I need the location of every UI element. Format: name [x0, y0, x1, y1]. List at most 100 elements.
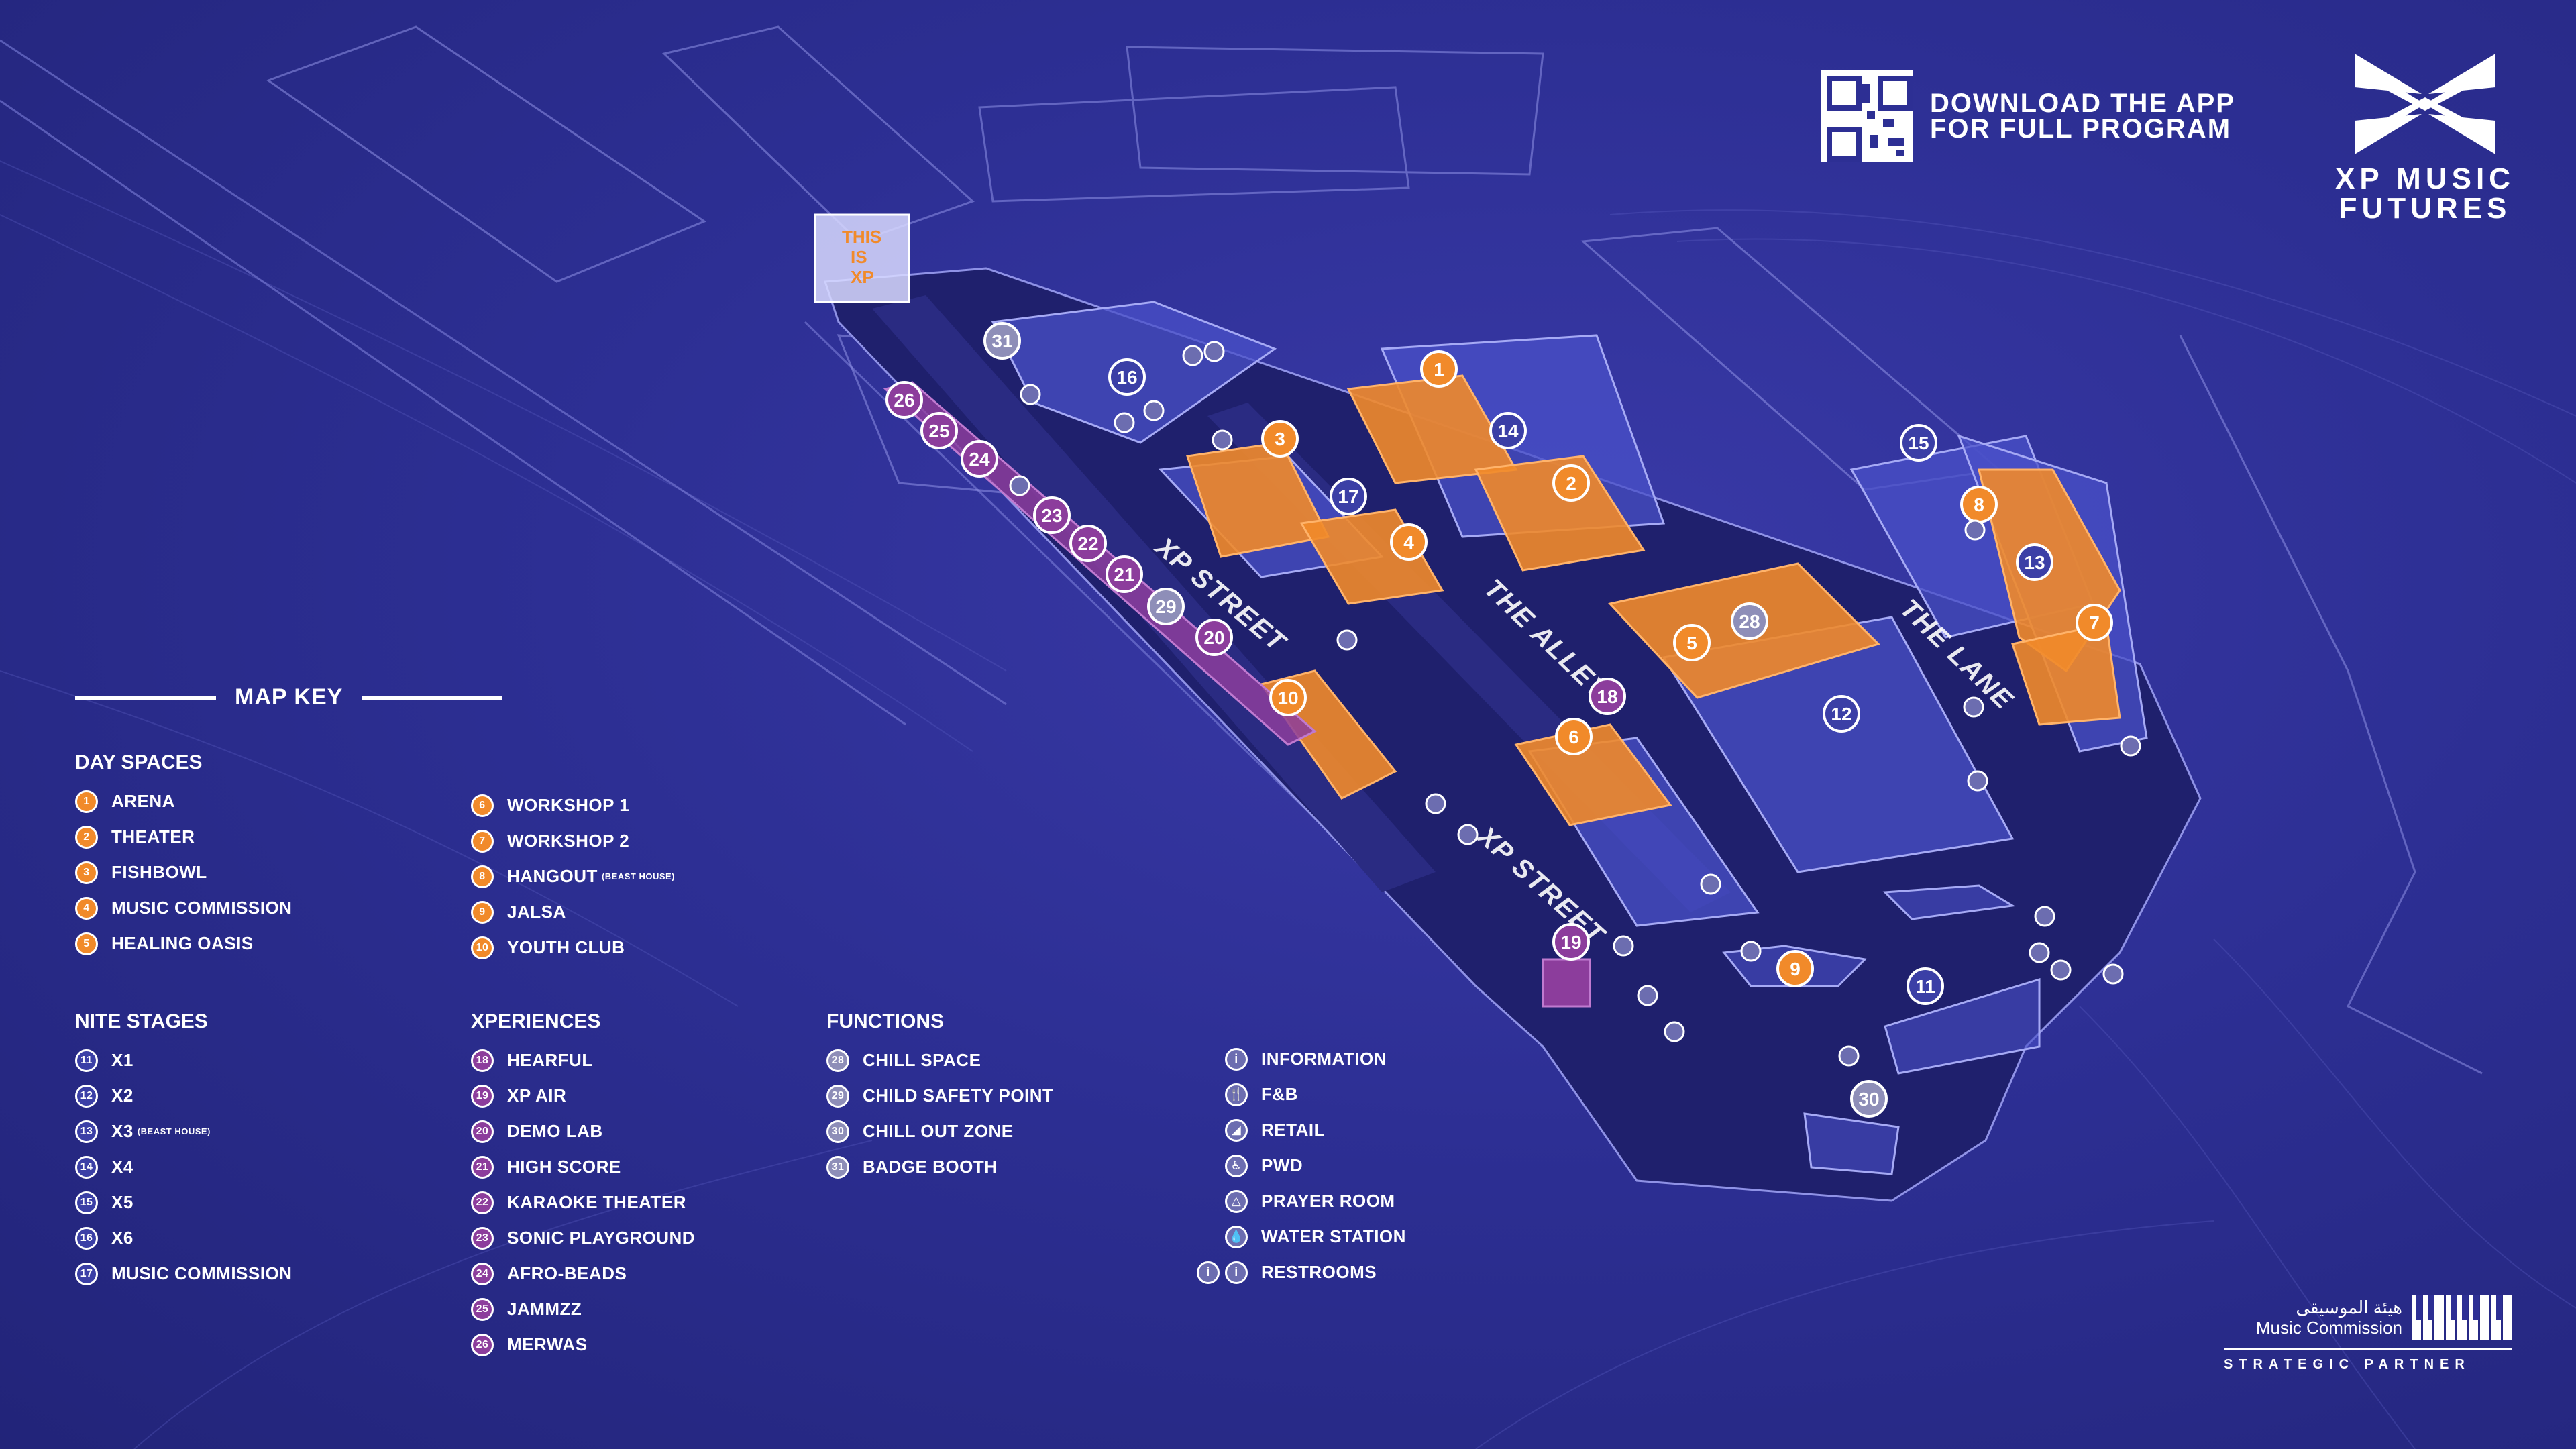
key-number: 20: [471, 1120, 494, 1143]
marker-18[interactable]: 18: [1589, 678, 1626, 715]
marker-19[interactable]: 19: [1552, 923, 1590, 961]
download-app-banner[interactable]: DOWNLOAD THE APP FOR FULL PROGRAM: [1821, 70, 2235, 162]
partner-name: Music Commission: [2255, 1317, 2402, 1338]
divider: [2224, 1348, 2512, 1350]
key-number: 4: [75, 896, 98, 920]
key-label: JALSA: [507, 902, 566, 922]
retail-icon: ◢: [1225, 1118, 1248, 1142]
marker-12[interactable]: 12: [1823, 695, 1860, 733]
key-number: 14: [75, 1155, 98, 1179]
marker-26[interactable]: 26: [885, 381, 923, 419]
svg-text:22: 22: [1077, 533, 1098, 554]
entrance-sign-line3: XP: [851, 267, 874, 287]
marker-7[interactable]: 7: [2076, 604, 2113, 641]
restrooms-icon: i: [1225, 1260, 1248, 1284]
retail-icon: [1457, 824, 1479, 845]
svg-text:15: 15: [1908, 433, 1929, 453]
key-item: 30 CHILL OUT ZONE: [826, 1114, 1053, 1149]
marker-21[interactable]: 21: [1106, 555, 1143, 593]
marker-2[interactable]: 2: [1552, 464, 1590, 502]
logo-line-2: FUTURES: [2339, 192, 2512, 225]
key-item: △PRAYER ROOM: [1225, 1183, 1406, 1219]
key-number: 7: [471, 829, 494, 853]
svg-text:24: 24: [969, 449, 990, 470]
marker-5[interactable]: 5: [1673, 624, 1711, 661]
marker-4[interactable]: 4: [1390, 523, 1428, 561]
water-station-icon: [1613, 935, 1634, 957]
key-number: 1: [75, 790, 98, 813]
marker-28[interactable]: 28: [1731, 602, 1768, 640]
marker-8[interactable]: 8: [1960, 486, 1998, 523]
svg-text:3: 3: [1275, 429, 1285, 449]
svg-text:29: 29: [1155, 596, 1176, 617]
svg-text:18: 18: [1597, 686, 1617, 707]
food-beverage-icon: [1212, 429, 1233, 451]
marker-20[interactable]: 20: [1195, 619, 1233, 656]
key-label: CHILL OUT ZONE: [863, 1121, 1014, 1141]
entrance-sign: THIS IS XP: [814, 213, 910, 303]
marker-14[interactable]: 14: [1489, 412, 1527, 449]
marker-17[interactable]: 17: [1330, 478, 1367, 515]
piano-keys-icon: [2412, 1295, 2512, 1340]
key-heading-functions: FUNCTIONS: [826, 1010, 944, 1032]
entrance-sign-line1: THIS: [842, 227, 881, 247]
marker-6[interactable]: 6: [1555, 718, 1593, 755]
marker-9[interactable]: 9: [1776, 950, 1814, 987]
food-beverage-icon: [1838, 1045, 1860, 1067]
marker-13[interactable]: 13: [2016, 543, 2053, 581]
key-heading-day-spaces: DAY SPACES: [75, 751, 203, 773]
marker-22[interactable]: 22: [1069, 525, 1107, 562]
marker-15[interactable]: 15: [1900, 424, 1937, 462]
pwd-icon: ♿: [1225, 1154, 1248, 1177]
xp-air-building: [1542, 958, 1591, 1008]
retail-icon: [1425, 793, 1446, 814]
key-number: 23: [471, 1226, 494, 1250]
contour-lines: [0, 160, 2576, 1449]
key-label: RETAIL: [1261, 1120, 1325, 1140]
water-station-icon: [1114, 412, 1135, 433]
key-item: ◢ RETAIL: [1225, 1112, 1406, 1148]
marker-16[interactable]: 16: [1108, 358, 1146, 396]
download-line-2: FOR FULL PROGRAM: [1930, 114, 2232, 144]
map-key-title: MAP KEY: [75, 684, 826, 710]
marker-25[interactable]: 25: [920, 412, 958, 449]
partner-logo: هيئة الموسيقى Music Commission: [2224, 1295, 2512, 1340]
key-label: MERWAS: [507, 1334, 588, 1354]
marker-30[interactable]: 30: [1850, 1080, 1888, 1118]
key-label: ARENA: [111, 791, 175, 811]
information-icon: [2029, 942, 2050, 963]
key-number: 16: [75, 1226, 98, 1250]
key-number: 5: [75, 932, 98, 955]
key-number: 12: [75, 1084, 98, 1108]
qr-code[interactable]: [1821, 70, 1913, 162]
key-label: HEARFUL: [507, 1050, 593, 1070]
marker-24[interactable]: 24: [961, 440, 998, 478]
key-label: WORKSHOP 1: [507, 795, 630, 815]
marker-1[interactable]: 1: [1420, 350, 1458, 388]
key-sublabel: (BEAST HOUSE): [137, 1126, 211, 1136]
marker-29[interactable]: 29: [1147, 588, 1185, 625]
marker-23[interactable]: 23: [1033, 496, 1071, 534]
marker-31[interactable]: 31: [983, 322, 1021, 360]
partner-label: STRATEGIC PARTNER: [2224, 1357, 2471, 1372]
marker-11[interactable]: 11: [1907, 967, 1944, 1005]
svg-text:17: 17: [1338, 486, 1358, 507]
marker-10[interactable]: 10: [1269, 679, 1307, 716]
svg-text:28: 28: [1739, 611, 1760, 632]
key-number: 30: [826, 1120, 849, 1143]
key-label: X5: [111, 1192, 133, 1212]
key-label: XP AIR: [507, 1085, 567, 1106]
retail-icon: [1336, 629, 1358, 651]
key-number: 13: [75, 1120, 98, 1143]
prayer-room-icon: [2034, 906, 2055, 927]
marker-3[interactable]: 3: [1261, 420, 1299, 458]
